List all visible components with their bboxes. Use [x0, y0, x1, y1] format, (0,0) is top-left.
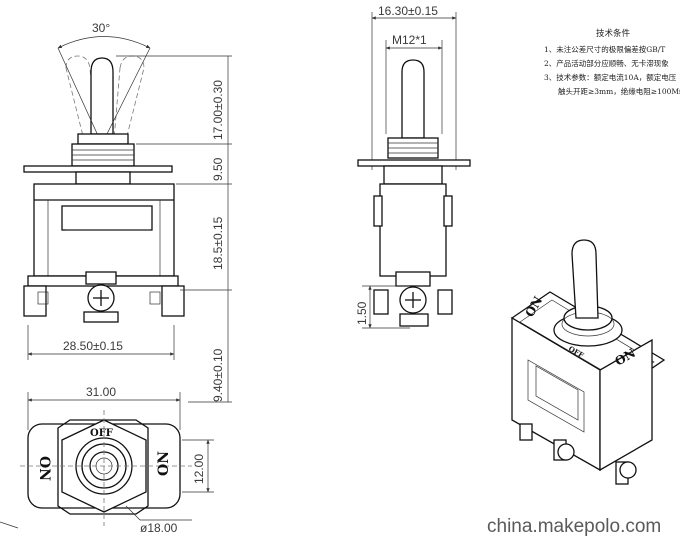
side-width-label: 16.30±0.15 [378, 4, 438, 18]
tech-note-line-1: 1、未注公差尺寸的极限偏差按GB/T [544, 44, 665, 54]
front-dim-lever: 17.00±0.30 [211, 80, 225, 140]
bottom-on-left: ON [36, 456, 52, 481]
bottom-on-right: ON [156, 451, 172, 476]
side-thread-label: M12*1 [392, 33, 427, 47]
isometric-view: ON ON OFF [510, 239, 666, 485]
side-view: 16.30±0.15 M12*1 1.50 [355, 4, 471, 329]
front-width-label: 28.50±0.15 [63, 339, 123, 353]
tech-note-line-3: 3、技术参数：额定电流10A，额定电压 [544, 72, 677, 82]
watermark: china.makepolo.com [487, 516, 661, 537]
front-angle-label: 30° [92, 21, 110, 35]
front-view: 30° 28.50±0.15 [23, 21, 232, 403]
bottom-width-label: 31.00 [86, 385, 116, 399]
tech-note-line-2: 2、产品活动部分应顺畅、无卡滞现象 [544, 58, 669, 68]
tech-notes-title: 技术条件 [596, 28, 631, 39]
side-terminal-label: 1.50 [355, 301, 369, 325]
front-dim-body: 18.5±0.15 [211, 216, 225, 270]
corner-mark [0, 521, 19, 529]
bottom-off-label: OFF [90, 428, 113, 439]
tech-note-line-4: 触头开距≥3mm，绝缘电阻≥100MΩ [558, 86, 680, 96]
bottom-height-label: 12.00 [192, 454, 206, 484]
tech-notes: 技术条件 1、未注公差尺寸的极限偏差按GB/T 2、产品活动部分应顺畅、无卡滞现… [544, 28, 680, 96]
front-dim-terminal: 9.40±0.10 [211, 348, 225, 402]
front-dim-bushing: 9.50 [211, 157, 225, 181]
bottom-view: 31.00 OFF ON ON 12.00 ø18.00 [20, 385, 214, 535]
bottom-diameter-label: ø18.00 [140, 521, 178, 535]
